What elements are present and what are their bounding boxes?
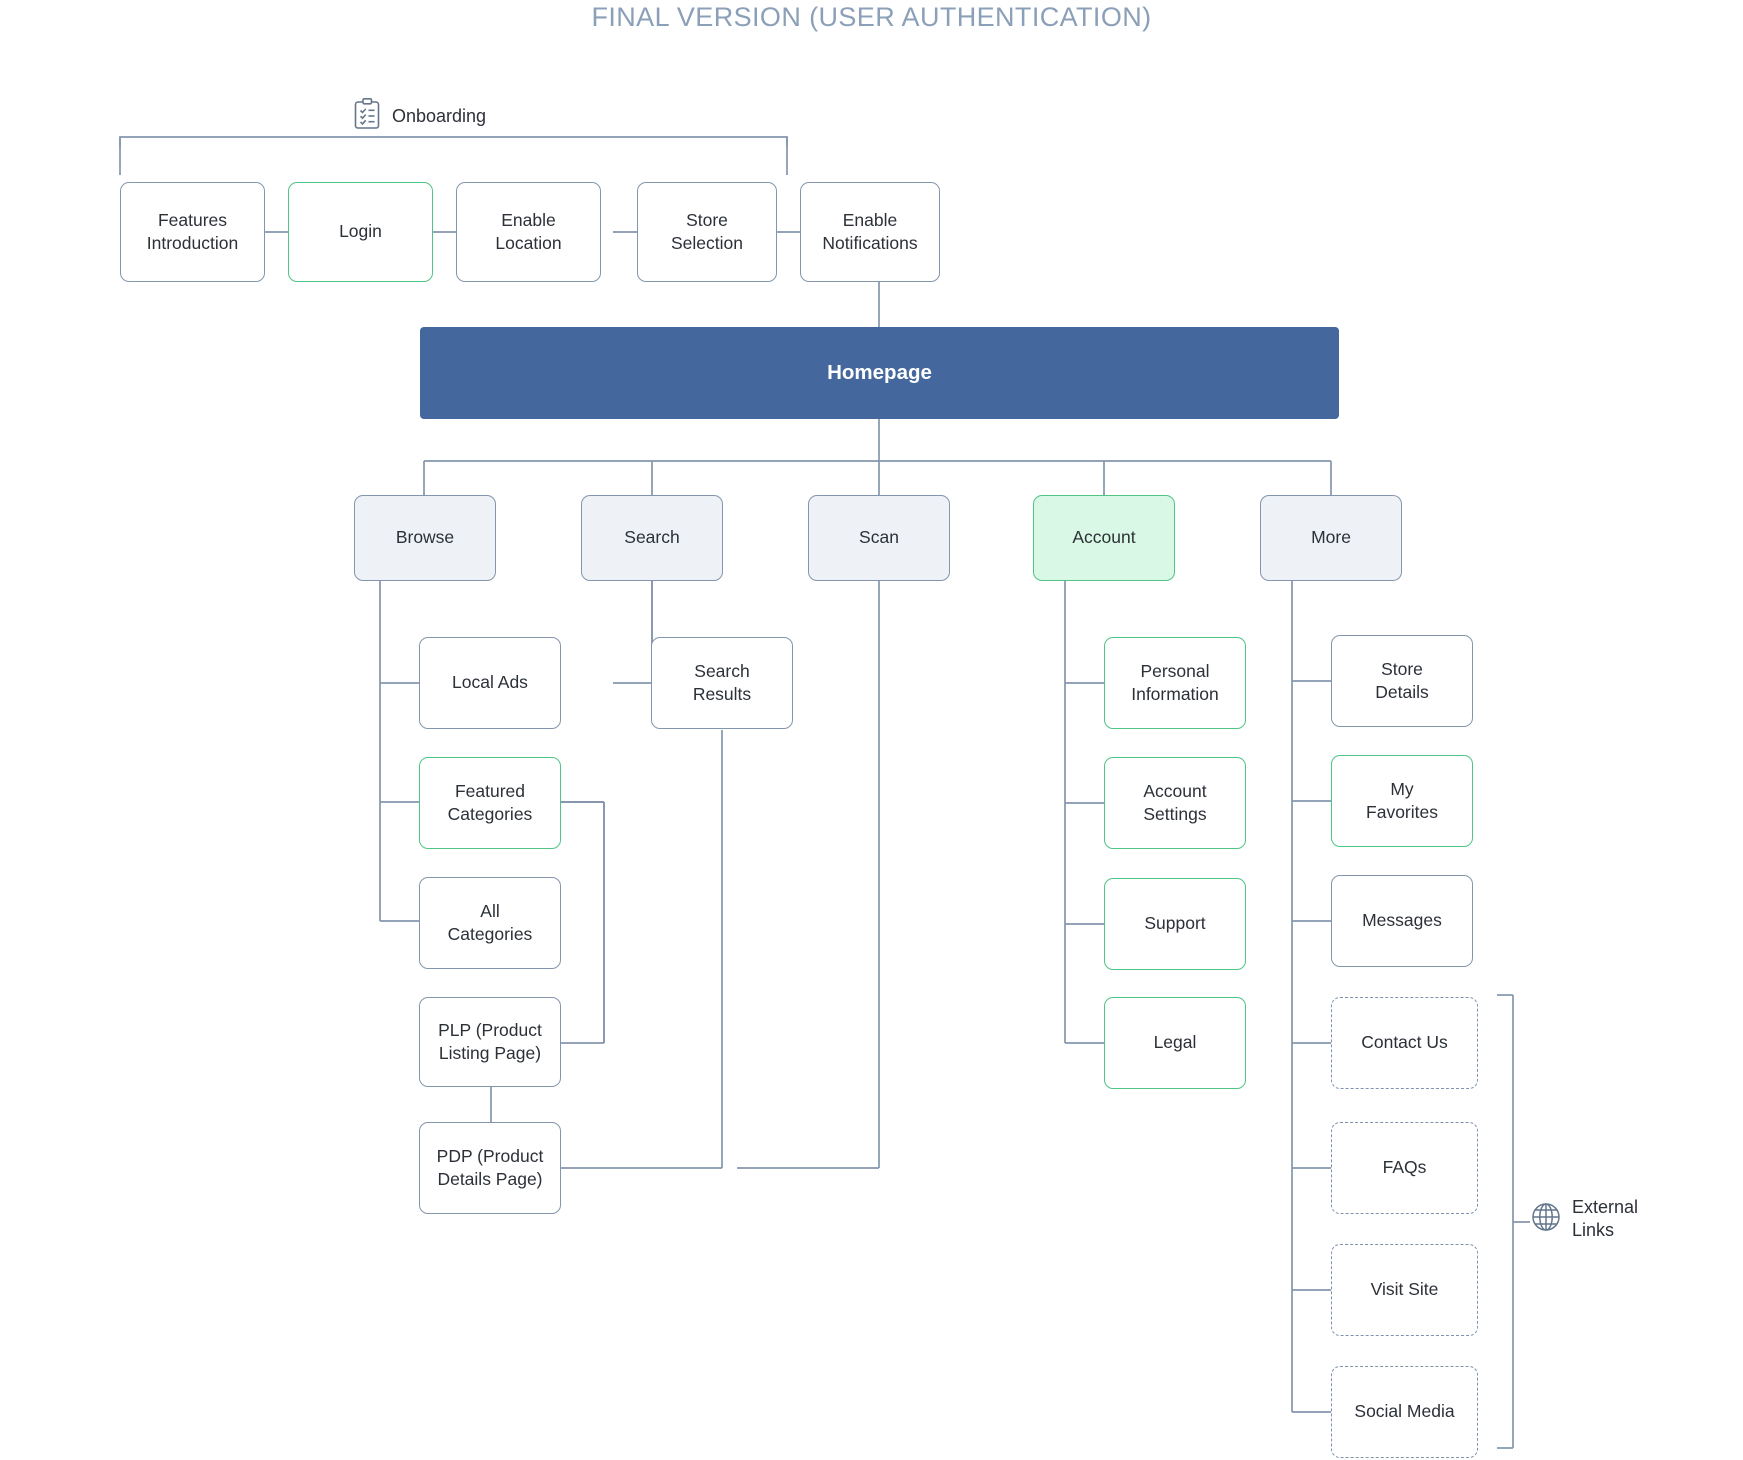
node-featured-categories[interactable]: Featured Categories <box>419 757 561 849</box>
node-contact-us[interactable]: Contact Us <box>1331 997 1478 1089</box>
clipboard-checklist-icon <box>352 97 382 136</box>
node-visit-site[interactable]: Visit Site <box>1331 1244 1478 1336</box>
node-enable-location[interactable]: Enable Location <box>456 182 601 282</box>
page-title: FINAL VERSION (USER AUTHENTICATION) <box>591 2 1152 32</box>
onboarding-legend: Onboarding <box>352 97 486 136</box>
node-browse[interactable]: Browse <box>354 495 496 581</box>
node-pdp[interactable]: PDP (Product Details Page) <box>419 1122 561 1214</box>
external-links-legend-label: External Links <box>1572 1197 1639 1241</box>
external-links-legend: External Links <box>1530 1196 1638 1242</box>
node-support[interactable]: Support <box>1104 878 1246 970</box>
node-personal-information[interactable]: Personal Information <box>1104 637 1246 729</box>
node-all-categories[interactable]: All Categories <box>419 877 561 969</box>
globe-icon <box>1530 1201 1562 1238</box>
node-account[interactable]: Account <box>1033 495 1175 581</box>
onboarding-legend-label: Onboarding <box>392 105 487 126</box>
node-faqs[interactable]: FAQs <box>1331 1122 1478 1214</box>
node-scan[interactable]: Scan <box>808 495 950 581</box>
node-more[interactable]: More <box>1260 495 1402 581</box>
node-social-media[interactable]: Social Media <box>1331 1366 1478 1458</box>
node-store-details[interactable]: Store Details <box>1331 635 1473 727</box>
node-account-settings[interactable]: Account Settings <box>1104 757 1246 849</box>
node-enable-notifications[interactable]: Enable Notifications <box>800 182 940 282</box>
node-local-ads[interactable]: Local Ads <box>419 637 561 729</box>
node-messages[interactable]: Messages <box>1331 875 1473 967</box>
node-legal[interactable]: Legal <box>1104 997 1246 1089</box>
node-store-selection[interactable]: Store Selection <box>637 182 777 282</box>
node-search[interactable]: Search <box>581 495 723 581</box>
node-search-results[interactable]: Search Results <box>651 637 793 729</box>
node-homepage[interactable]: Homepage <box>420 327 1339 419</box>
node-my-favorites[interactable]: My Favorites <box>1331 755 1473 847</box>
node-features-introduction[interactable]: Features Introduction <box>120 182 265 282</box>
node-login[interactable]: Login <box>288 182 433 282</box>
node-plp[interactable]: PLP (Product Listing Page) <box>419 997 561 1087</box>
